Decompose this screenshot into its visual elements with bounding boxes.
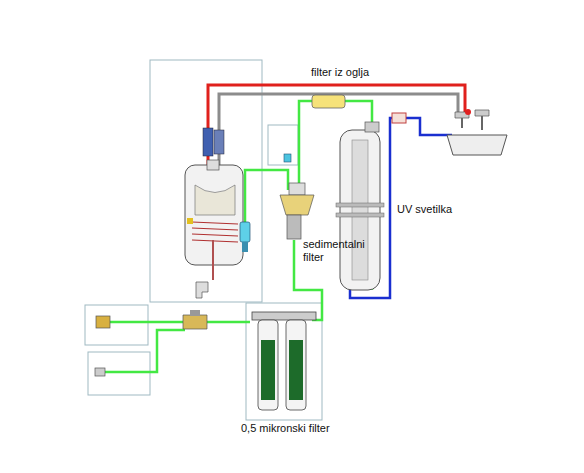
component-label: filter iz oglja: [311, 66, 369, 79]
component-label: UV svetilka: [397, 203, 452, 216]
component-label: sedimentalni filter: [303, 238, 373, 264]
component-label: 0,5 mikronski filter: [241, 422, 330, 435]
